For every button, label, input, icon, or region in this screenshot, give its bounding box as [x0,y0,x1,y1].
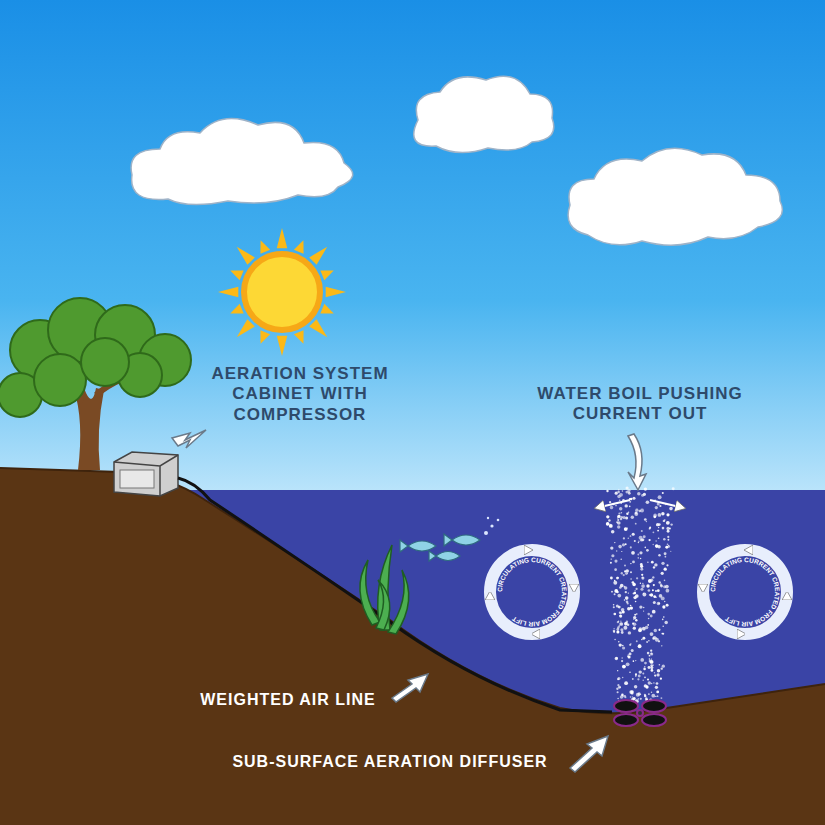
cabinet-label: AERATION SYSTEM CABINET WITH COMPRESSOR [200,364,400,425]
hillside [0,468,825,825]
circulation-ring [490,550,574,634]
diffuser [614,700,666,726]
ring-text: CIRCULATING CURRENT CREATED FROM AIR LIF… [709,556,781,628]
seaweed [360,545,409,634]
weighted-air-line [178,478,612,712]
bubble-column [606,487,675,704]
ring-text: CIRCULATING CURRENT CREATED FROM AIR LIF… [496,556,568,628]
fish [400,534,480,561]
shoreline [0,468,825,713]
sky [0,0,825,500]
circulation-ring [703,550,787,634]
compressor-cabinet [114,452,178,496]
diffuser-label: SUB-SURFACE AERATION DIFFUSER [210,752,570,771]
surface-current-arrows [596,500,684,508]
air-line-label: WEIGHTED AIR LINE [178,690,398,709]
fish-bubbles [484,517,499,535]
clouds [131,76,782,245]
pointer-arrows [172,430,646,772]
tree [0,298,191,470]
sun [218,228,346,356]
boil-label: WATER BOIL PUSHING CURRENT OUT [520,384,760,425]
